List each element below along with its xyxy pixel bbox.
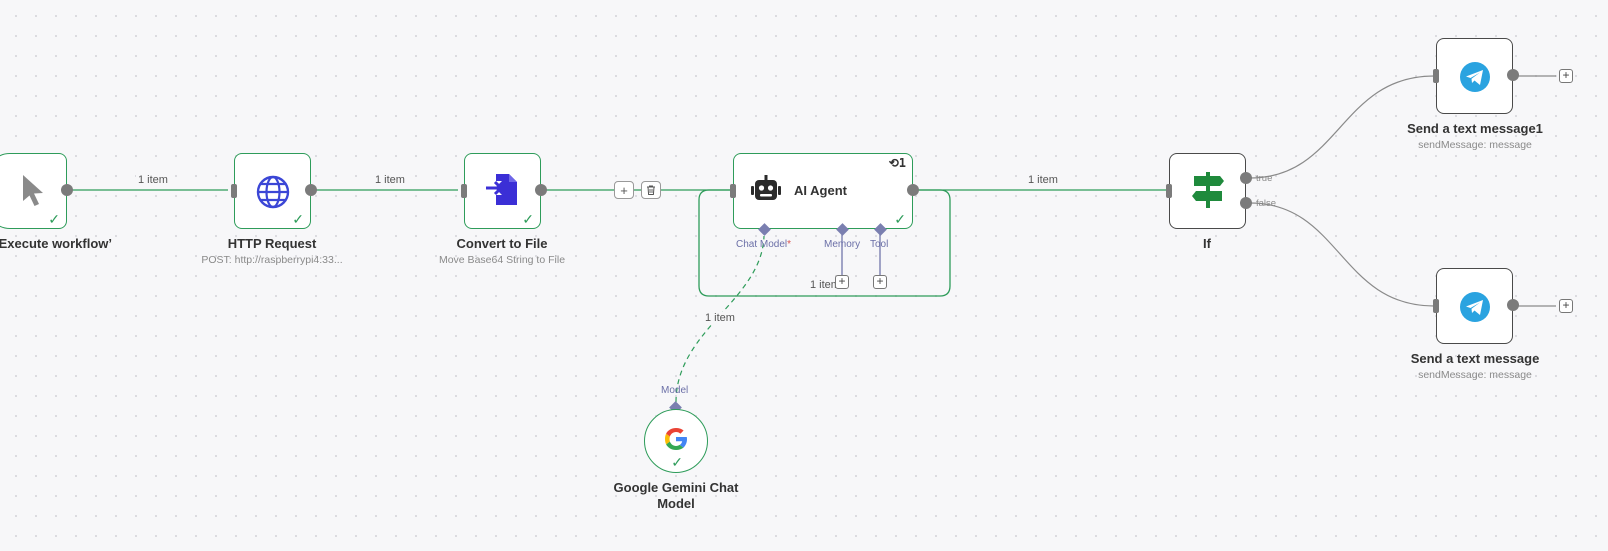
edge-label-http-convert: 1 item (373, 174, 407, 186)
edge-label-trigger-http: 1 item (136, 174, 170, 186)
success-check-icon: ✓ (894, 211, 906, 227)
input-handle[interactable] (1433, 299, 1439, 313)
output-handle[interactable] (1507, 299, 1519, 311)
input-handle[interactable] (730, 184, 736, 198)
port-label-model: Model (661, 385, 689, 396)
input-handle[interactable] (1166, 184, 1172, 198)
node-send-message-2[interactable] (1433, 268, 1519, 344)
node-subtitle-send1: sendMessage: message (1418, 139, 1532, 151)
port-label-memory: Memory (824, 239, 861, 250)
node-ai-agent[interactable]: AI Agent ⟲1 ✓ (730, 153, 919, 229)
node-if[interactable] (1166, 153, 1252, 229)
node-send-message-1[interactable] (1433, 38, 1519, 114)
edge-label-gemini-agent: 1 item (703, 312, 737, 324)
robot-icon (748, 172, 784, 208)
branch-label-false: false (1256, 198, 1277, 209)
success-check-icon: ✓ (292, 211, 304, 227)
port-label-chat-model: Chat Model* (736, 239, 792, 250)
node-title-if: If (1203, 236, 1211, 251)
node-manual-trigger[interactable]: ✓ (0, 153, 73, 229)
node-title-convert: Convert to File (456, 236, 548, 251)
file-import-icon (483, 170, 523, 210)
globe-icon (253, 172, 293, 212)
add-node-after-send1-button[interactable]: + (1559, 69, 1573, 83)
google-icon (661, 424, 691, 454)
node-title-send2: Send a text message (1410, 351, 1540, 366)
edge-label-agent-loop: 1 item (808, 279, 842, 291)
success-check-icon: ✓ (671, 454, 683, 470)
node-http-request[interactable]: ✓ (231, 153, 317, 229)
node-google-gemini[interactable]: ✓ (644, 409, 708, 473)
output-handle[interactable] (907, 184, 919, 196)
node-convert-to-file[interactable]: ✓ (461, 153, 547, 229)
input-handle[interactable] (1433, 69, 1439, 83)
output-handle[interactable] (305, 184, 317, 196)
port-label-tool: Tool (870, 239, 889, 250)
input-handle[interactable] (231, 184, 237, 198)
branch-label-true: true (1256, 173, 1273, 184)
signpost-icon (1188, 170, 1228, 210)
add-node-after-send2-button[interactable]: + (1559, 299, 1573, 313)
telegram-icon (1455, 287, 1495, 327)
connection-agent-loop[interactable] (698, 189, 951, 297)
node-subtitle-send2: sendMessage: message (1418, 369, 1532, 381)
node-title-send1: Send a text message1 (1407, 121, 1543, 136)
edge-label-agent-if: 1 item (1026, 174, 1060, 186)
node-title-gemini: Google Gemini Chat Model (613, 480, 739, 511)
edge-delete-button[interactable] (641, 181, 661, 199)
edge-add-button[interactable]: + (614, 181, 634, 199)
true-output-handle[interactable] (1240, 172, 1252, 184)
false-output-handle[interactable] (1240, 197, 1252, 209)
output-handle[interactable] (1507, 69, 1519, 81)
input-handle[interactable] (461, 184, 467, 198)
plus-icon: + (620, 182, 628, 198)
node-subtitle-convert: Move Base64 String to File (438, 254, 566, 266)
run-count-badge: ⟲1 (888, 156, 906, 170)
connection-if-false[interactable] (1249, 202, 1435, 307)
output-handle[interactable] (61, 184, 73, 196)
node-title-trigger: clicking ‘Execute workflow’ (0, 236, 113, 251)
node-title-agent: AI Agent (794, 183, 847, 198)
success-check-icon: ✓ (522, 211, 534, 227)
cursor-icon (13, 170, 53, 210)
success-check-icon: ✓ (48, 211, 60, 227)
refresh-icon: ⟲ (888, 156, 899, 170)
node-title-http: HTTP Request (227, 236, 317, 251)
add-memory-button[interactable]: + (835, 275, 849, 289)
add-tool-button[interactable]: + (873, 275, 887, 289)
telegram-icon (1455, 57, 1495, 97)
trash-icon (647, 185, 655, 195)
output-handle[interactable] (535, 184, 547, 196)
connection-if-true[interactable] (1249, 75, 1435, 179)
node-subtitle-http: POST: http://raspberrypi4:33... (201, 254, 343, 266)
